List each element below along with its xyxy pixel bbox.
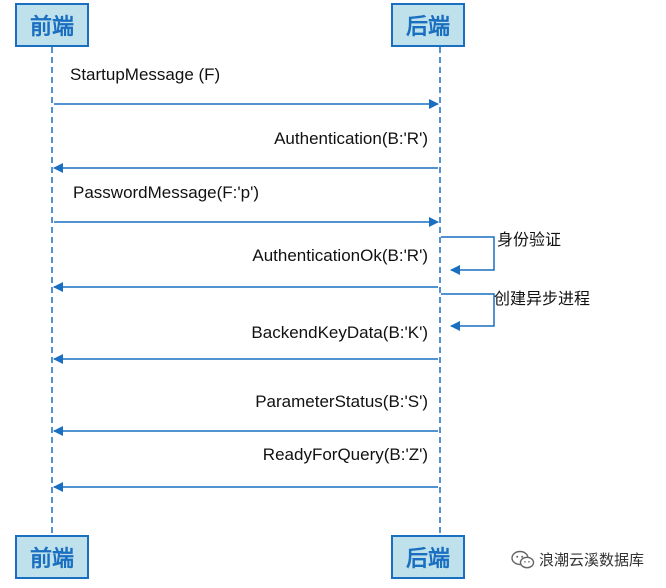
actor-frontend-top-label: 前端 <box>29 15 74 40</box>
actor-frontend-bottom-label: 前端 <box>29 547 74 572</box>
message-label: ParameterStatus(B:'S') <box>255 392 428 411</box>
actor-backend-bottom-label: 后端 <box>405 547 450 572</box>
self-note-label: 创建异步进程 <box>494 289 590 308</box>
message-label: BackendKeyData(B:'K') <box>251 323 428 342</box>
actor-backend-top-label: 后端 <box>405 15 450 40</box>
self-loop-arrow <box>441 293 495 331</box>
message-label: AuthenticationOk(B:'R') <box>252 246 428 265</box>
watermark: 浪潮云溪数据库 <box>511 549 644 570</box>
message-label: Authentication(B:'R') <box>274 129 428 148</box>
watermark-text: 浪潮云溪数据库 <box>538 551 644 569</box>
self-note-label: 身份验证 <box>497 230 561 249</box>
wechat-icon <box>511 550 535 568</box>
message-label: PasswordMessage(F:'p') <box>73 183 259 202</box>
actor-backend-top: 后端 <box>391 3 465 47</box>
actor-frontend-top: 前端 <box>15 3 89 47</box>
message-label: StartupMessage (F) <box>70 65 220 84</box>
actor-frontend-bottom: 前端 <box>15 535 89 579</box>
message-label: ReadyForQuery(B:'Z') <box>263 445 428 464</box>
self-loop-arrow <box>441 236 495 275</box>
actor-backend-bottom: 后端 <box>391 535 465 579</box>
